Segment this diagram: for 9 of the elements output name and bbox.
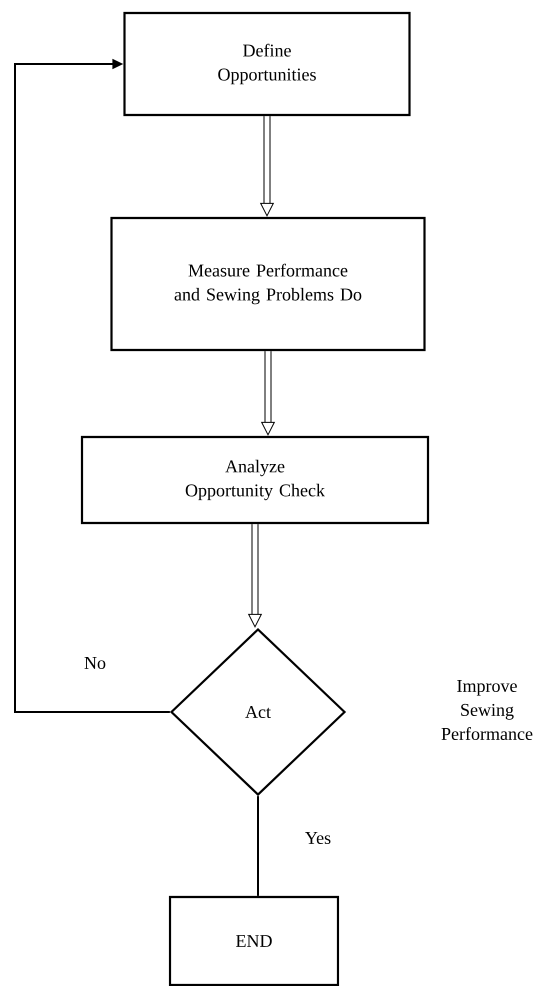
process-box: Measure Performance and Sewing Problems Do	[110, 216, 426, 352]
process-box: Define Opportunities	[123, 12, 411, 116]
connector-line	[257, 796, 259, 896]
process-box: Analyze Opportunity Check	[80, 436, 430, 524]
edge-label: No	[83, 656, 107, 670]
edge-label: Yes	[304, 831, 332, 845]
arrow	[14, 58, 170, 713]
side-note: Improve Sewing Performance	[442, 680, 532, 740]
process-box: END	[168, 896, 340, 986]
